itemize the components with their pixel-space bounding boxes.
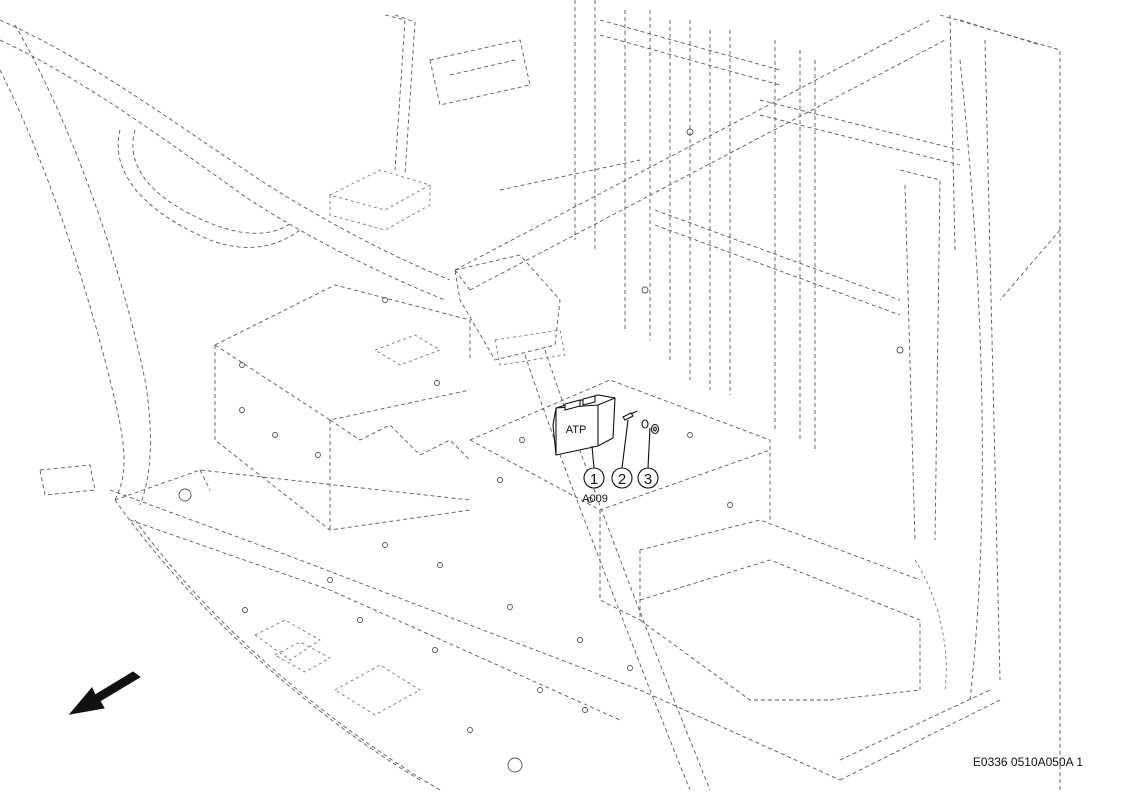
callout-2: 2 — [611, 467, 633, 489]
callout-1-number: 1 — [590, 471, 598, 488]
chassis-phantom-lines — [0, 0, 1061, 791]
callout-leaders — [591, 419, 651, 469]
callout-1: 1 — [583, 467, 605, 489]
mounting-holes — [178, 128, 904, 773]
atp-label: ATP — [566, 424, 587, 436]
washer-icon — [641, 419, 660, 435]
atp-module[interactable]: ATP — [552, 394, 616, 456]
callout-3-number: 3 — [644, 471, 652, 488]
arrow-down-left-icon — [68, 671, 141, 715]
callout-2-number: 2 — [618, 471, 626, 488]
callout-3: 3 — [637, 467, 659, 489]
screw-icon — [622, 410, 638, 421]
drawing-reference: E0336 0510A050A 1 — [973, 755, 1083, 769]
component-code: A009 — [582, 493, 608, 505]
